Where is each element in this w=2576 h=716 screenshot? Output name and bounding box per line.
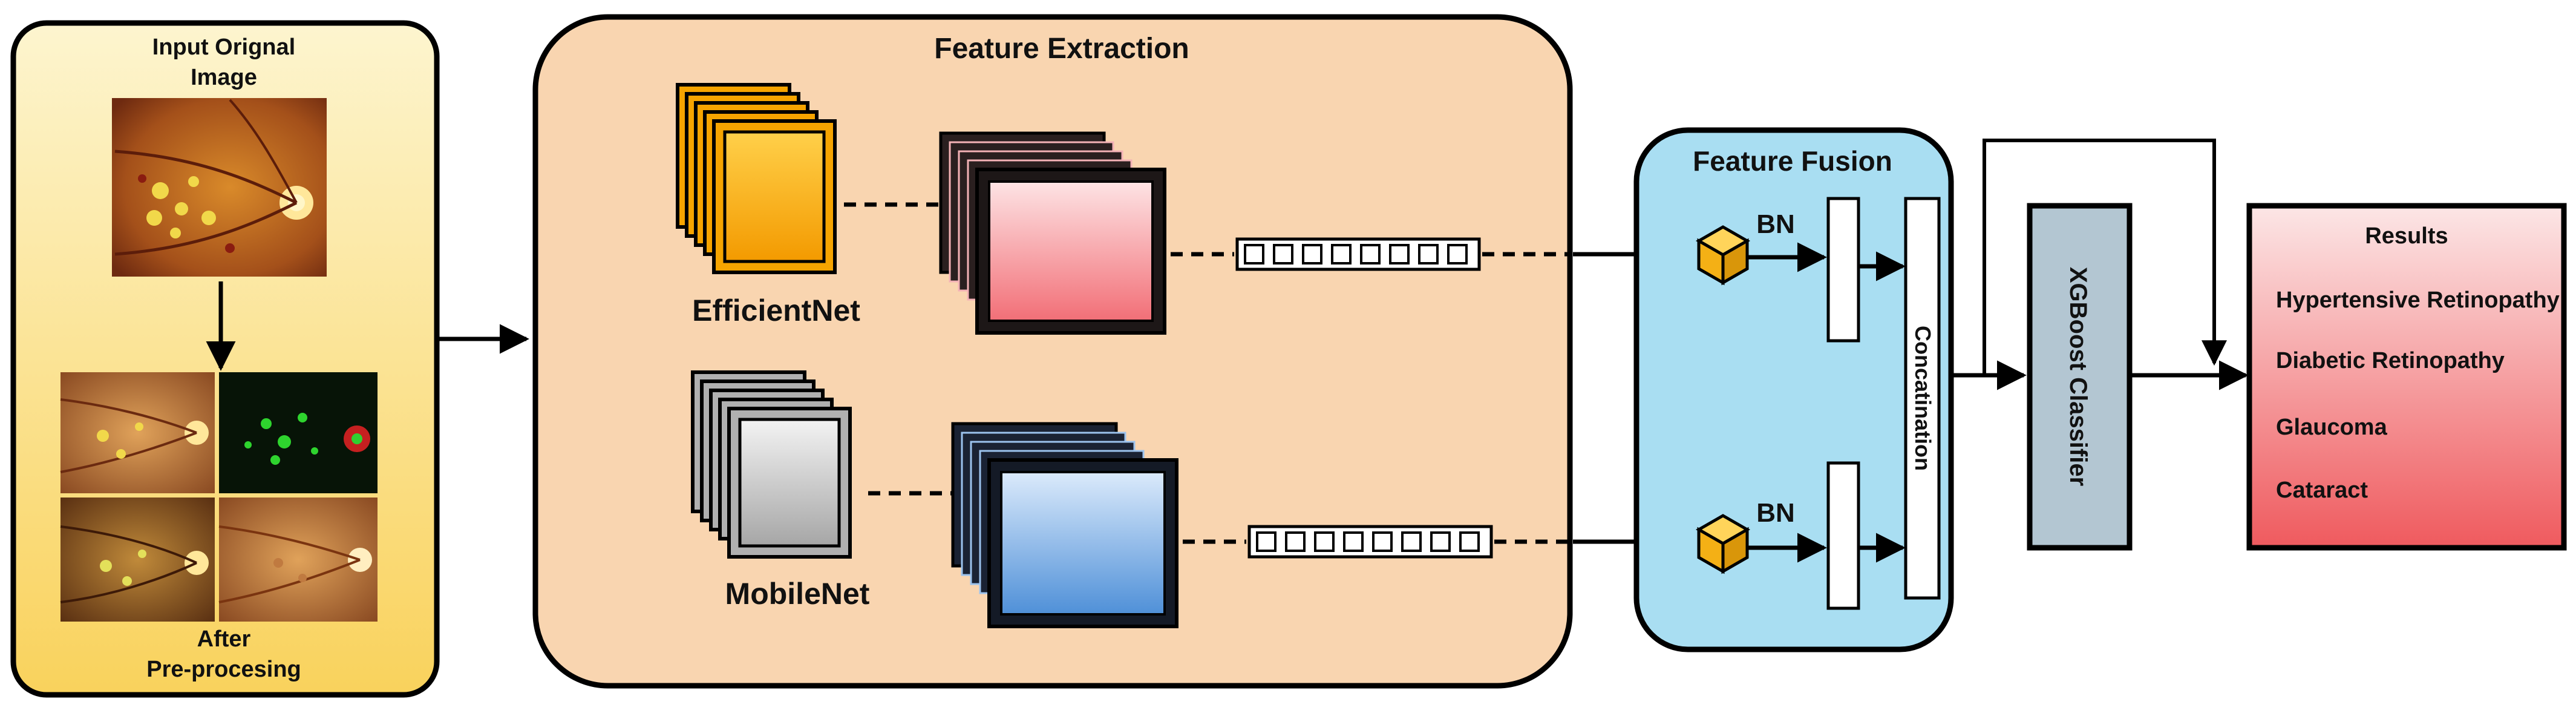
cube-icon: [1695, 514, 1751, 574]
cube-icon: [1695, 225, 1751, 286]
bn-top-vector: [1826, 197, 1860, 343]
feature-extraction-title: Feature Extraction: [934, 33, 1189, 65]
feature-extraction-panel: Feature Extraction EfficientNet: [532, 14, 1573, 689]
skip-connection-arrow: [1983, 139, 2227, 375]
bn-bottom-label: BN: [1756, 498, 1795, 528]
xgboost-classifier: XGBoost Classifier: [2027, 203, 2133, 551]
mobilenet-feature-maps: [951, 422, 1178, 628]
input-caption-line2: Pre-procesing: [146, 657, 301, 682]
results-box: [2246, 203, 2567, 551]
retina-fundus-icon: [60, 372, 215, 493]
input-caption-line1: After: [197, 626, 251, 652]
concatenation-bar: [1904, 197, 1941, 600]
feature-fusion-box: [1633, 127, 1954, 652]
feature-fusion-panel: Feature Fusion BN BN Concatination: [1633, 127, 1954, 652]
retina-fundus-icon: [60, 498, 215, 622]
efficientnet-feature-vector: [1235, 237, 1481, 271]
results-panel: Results Hypertensive Retinopathy Diabeti…: [2246, 203, 2567, 551]
concatenation-label: Concatination: [1911, 326, 1935, 471]
result-item: Hypertensive Retinopathy: [2276, 287, 2560, 313]
mobilenet-label: MobileNet: [725, 577, 870, 611]
classifier-label: XGBoost Classifier: [2065, 267, 2091, 486]
retina-fundus-icon: [112, 98, 327, 277]
classifier-box: [2027, 203, 2133, 551]
bn-bottom-vector: [1826, 461, 1860, 610]
result-item: Cataract: [2276, 478, 2368, 503]
input-title-line2: Image: [191, 65, 257, 90]
efficientnet-label: EfficientNet: [692, 294, 860, 327]
results-title: Results: [2365, 223, 2448, 249]
result-item: Glaucoma: [2276, 415, 2388, 440]
mobilenet-feature-vector: [1247, 525, 1493, 559]
mobilenet-stack: [691, 370, 852, 559]
input-panel: Input Orignal Image: [10, 20, 440, 698]
retina-fundus-icon: [218, 498, 378, 622]
result-item: Diabetic Retinopathy: [2276, 348, 2505, 373]
bn-top-label: BN: [1756, 209, 1795, 239]
efficientnet-feature-maps: [939, 131, 1166, 335]
retina-fundus-icon: [219, 372, 378, 493]
feature-fusion-title: Feature Fusion: [1693, 145, 1892, 177]
efficientnet-stack: [676, 83, 837, 274]
input-title-line1: Input Orignal: [152, 34, 295, 60]
